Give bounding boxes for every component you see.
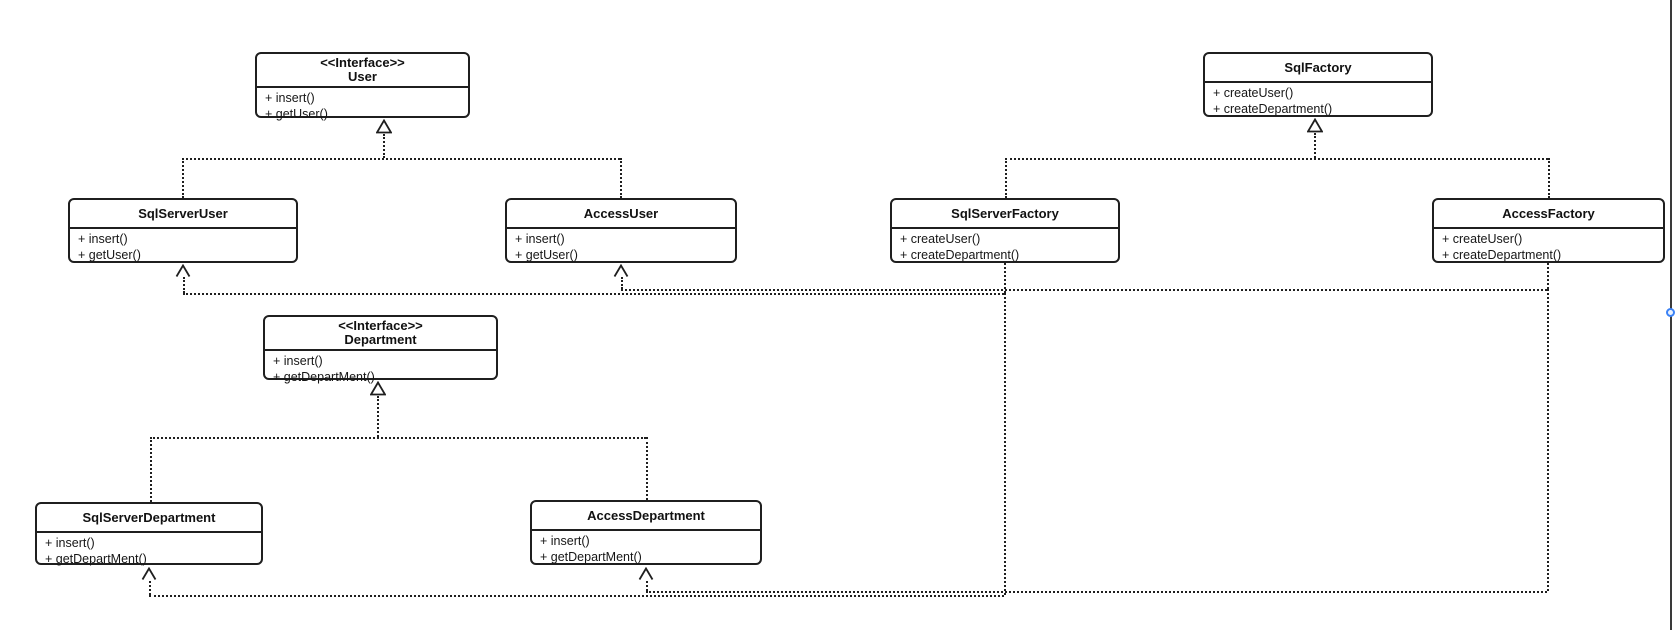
class-box-sqlserverfactory[interactable]: SqlServerFactory + createUser() + create… bbox=[890, 198, 1120, 263]
method-item: + insert() bbox=[265, 91, 315, 105]
class-box-sqlfactory[interactable]: SqlFactory + createUser() + createDepart… bbox=[1203, 52, 1433, 117]
method-item: + getUser() bbox=[78, 247, 141, 262]
method-item: + insert() bbox=[273, 354, 323, 368]
connection-point-handle[interactable] bbox=[1666, 308, 1675, 317]
class-title: AccessDepartment bbox=[587, 507, 705, 523]
class-methods: + insert() + getDepartMent() bbox=[532, 531, 760, 569]
class-box-sqlserveruser[interactable]: SqlServerUser + insert() + getUser() bbox=[68, 198, 298, 263]
method-item: + getUser() bbox=[265, 106, 328, 121]
hollow-triangle-icon bbox=[369, 380, 387, 396]
open-arrow-icon bbox=[141, 566, 157, 581]
method-item: + insert() bbox=[78, 232, 128, 246]
method-item: + createDepartment() bbox=[1213, 101, 1333, 116]
class-box-accessfactory[interactable]: AccessFactory + createUser() + createDep… bbox=[1432, 198, 1665, 263]
method-item: + getDepartMent() bbox=[273, 369, 375, 384]
class-title: SqlServerDepartment bbox=[82, 509, 216, 525]
class-header: SqlServerDepartment bbox=[37, 504, 261, 533]
hollow-triangle-icon bbox=[375, 118, 393, 134]
class-title: Department bbox=[344, 332, 417, 347]
class-methods: + insert() + getUser() bbox=[70, 229, 296, 267]
class-methods: + createUser() + createDepartment() bbox=[892, 229, 1118, 267]
class-title: AccessFactory bbox=[1502, 205, 1595, 221]
method-item: + insert() bbox=[540, 534, 590, 548]
method-item: + insert() bbox=[45, 536, 95, 550]
method-item: + getUser() bbox=[515, 247, 578, 262]
class-methods: + createUser() + createDepartment() bbox=[1434, 229, 1663, 267]
class-header: <<Interface>> User bbox=[257, 54, 468, 88]
class-title: SqlFactory bbox=[1284, 59, 1352, 75]
method-item: + createUser() bbox=[1213, 86, 1294, 100]
class-box-department-interface[interactable]: <<Interface>> Department + insert() + ge… bbox=[263, 315, 498, 384]
class-title: User bbox=[348, 69, 377, 84]
class-stereotype: <<Interface>> bbox=[338, 318, 423, 333]
open-arrow-icon bbox=[638, 566, 654, 581]
class-header: SqlFactory bbox=[1205, 54, 1431, 83]
open-arrow-icon bbox=[175, 263, 191, 278]
class-stereotype: <<Interface>> bbox=[320, 55, 405, 70]
class-header: AccessDepartment bbox=[532, 502, 760, 531]
hollow-triangle-icon bbox=[1306, 117, 1324, 133]
class-methods: + insert() + getDepartMent() bbox=[265, 351, 496, 389]
class-header: <<Interface>> Department bbox=[265, 317, 496, 351]
class-methods: + insert() + getUser() bbox=[257, 88, 468, 126]
class-title: SqlServerUser bbox=[138, 205, 228, 221]
open-arrow-icon bbox=[613, 263, 629, 278]
class-box-sqlserverdepartment[interactable]: SqlServerDepartment + insert() + getDepa… bbox=[35, 502, 263, 566]
method-item: + createDepartment() bbox=[1442, 247, 1562, 262]
method-item: + getDepartMent() bbox=[540, 549, 642, 564]
method-item: + getDepartMent() bbox=[45, 551, 147, 566]
class-box-accessuser[interactable]: AccessUser + insert() + getUser() bbox=[505, 198, 737, 263]
method-item: + insert() bbox=[515, 232, 565, 246]
class-header: AccessFactory bbox=[1434, 200, 1663, 229]
class-methods: + createUser() + createDepartment() bbox=[1205, 83, 1431, 121]
class-box-accessdepartment[interactable]: AccessDepartment + insert() + getDepartM… bbox=[530, 500, 762, 565]
method-item: + createUser() bbox=[900, 232, 981, 246]
class-title: AccessUser bbox=[583, 205, 659, 221]
class-header: SqlServerFactory bbox=[892, 200, 1118, 229]
class-box-user-interface[interactable]: <<Interface>> User + insert() + getUser(… bbox=[255, 52, 470, 121]
class-methods: + insert() + getDepartMent() bbox=[37, 533, 261, 571]
class-methods: + insert() + getUser() bbox=[507, 229, 735, 267]
class-header: SqlServerUser bbox=[70, 200, 296, 229]
method-item: + createDepartment() bbox=[900, 247, 1020, 262]
class-header: AccessUser bbox=[507, 200, 735, 229]
class-title: SqlServerFactory bbox=[951, 205, 1059, 221]
method-item: + createUser() bbox=[1442, 232, 1523, 246]
